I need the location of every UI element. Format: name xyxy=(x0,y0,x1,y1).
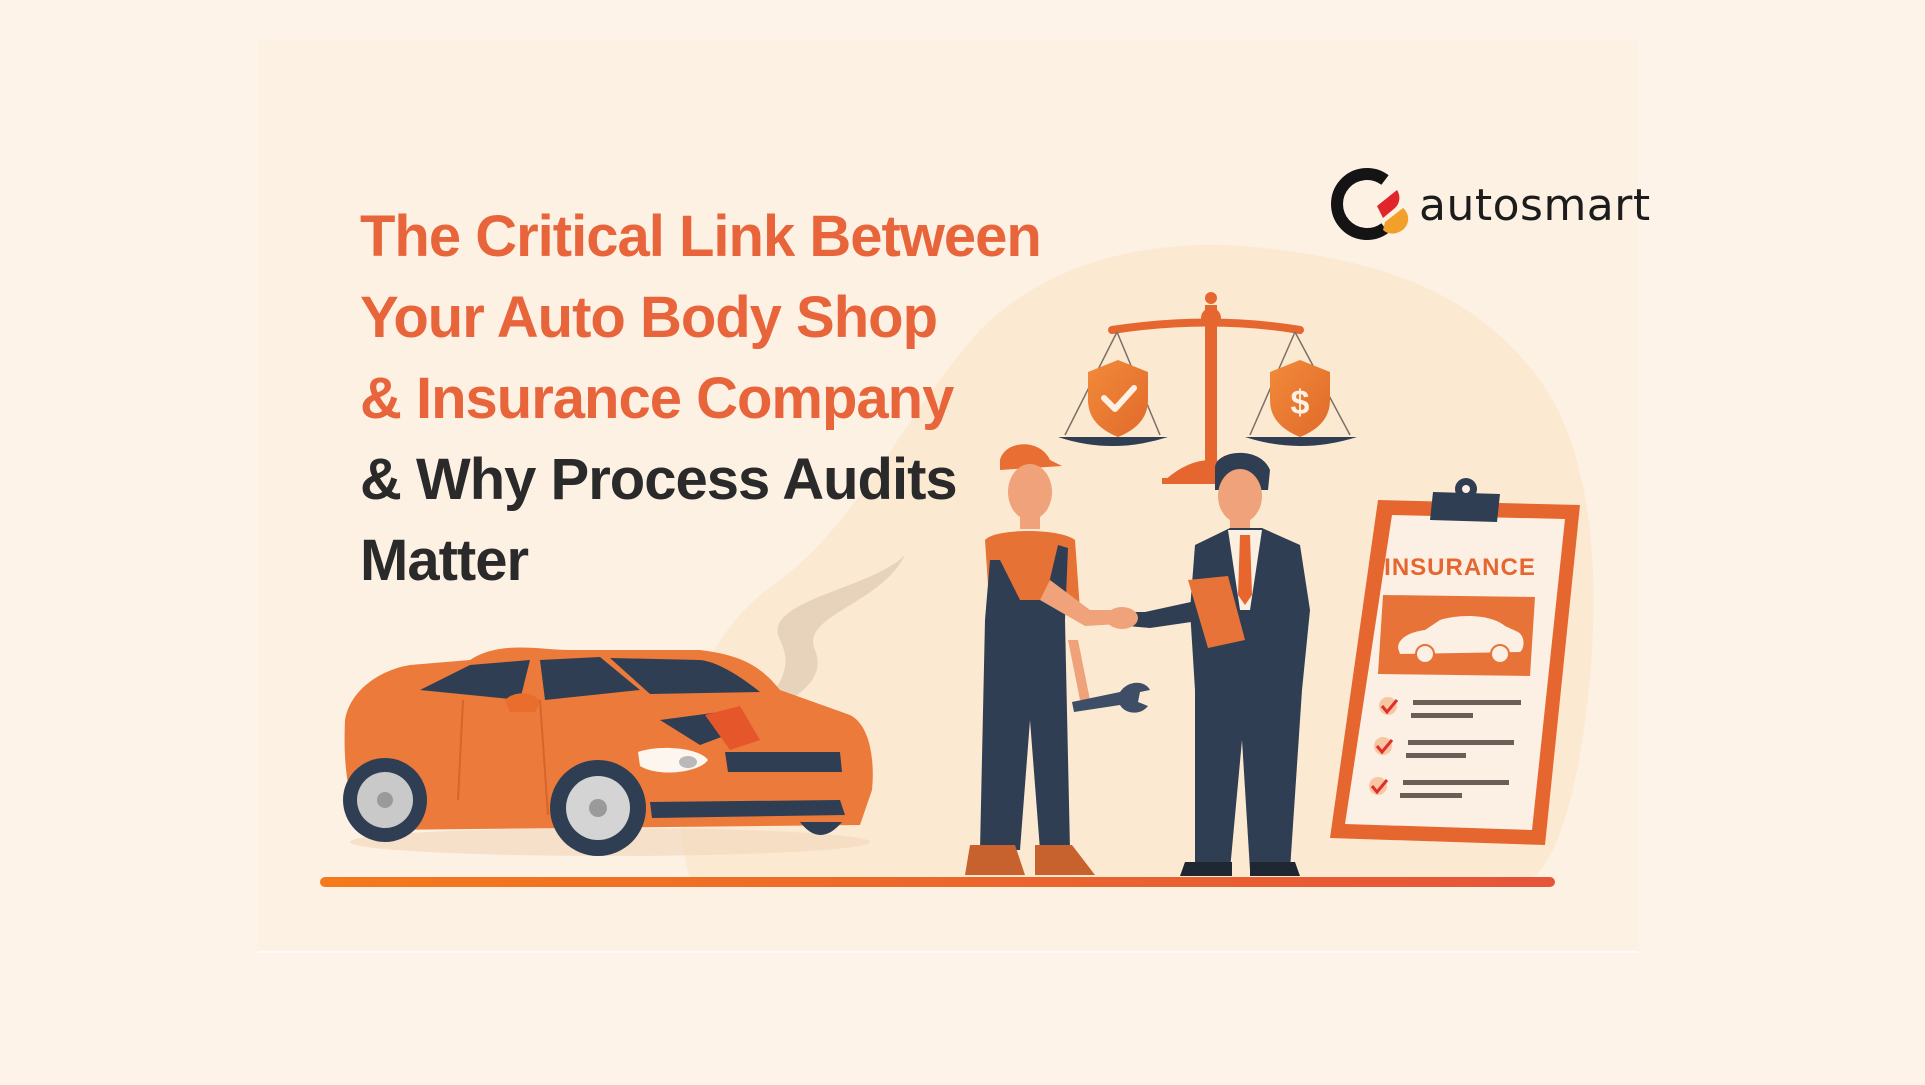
checklist xyxy=(1369,697,1521,798)
panel-divider xyxy=(258,951,1638,953)
brand-name: autosmart xyxy=(1419,179,1651,231)
clipboard-clip xyxy=(1430,492,1500,522)
dollar-symbol: $ xyxy=(1291,384,1310,422)
mechanic-figure xyxy=(965,444,1150,875)
checkmark-icon xyxy=(1370,779,1389,795)
headline: The Critical Link Between Your Auto Body… xyxy=(360,196,1120,601)
brand-logo[interactable]: autosmart xyxy=(1325,160,1651,250)
ground-line xyxy=(320,877,1555,887)
car-icon xyxy=(1398,616,1524,664)
clipboard-title: INSURANCE xyxy=(1384,554,1536,581)
damaged-car-illustration xyxy=(343,647,873,856)
headline-line-5: Matter xyxy=(360,528,529,593)
headline-line-2: Your Auto Body Shop xyxy=(360,285,938,350)
headline-line-3: & Insurance Company xyxy=(360,366,954,431)
wrench-icon xyxy=(1072,682,1150,713)
autosmart-logo-icon xyxy=(1331,168,1409,240)
shield-dollar-icon: $ xyxy=(1270,360,1330,437)
headline-line-1: The Critical Link Between xyxy=(360,204,1042,269)
headline-line-4: & Why Process Audits xyxy=(360,447,958,512)
shield-check-icon xyxy=(1088,360,1148,437)
checkmark-icon xyxy=(1375,739,1394,755)
insurance-clipboard: INSURANCE xyxy=(1330,478,1580,845)
checkmark-icon xyxy=(1380,699,1399,715)
insurance-agent-figure xyxy=(1106,452,1310,876)
